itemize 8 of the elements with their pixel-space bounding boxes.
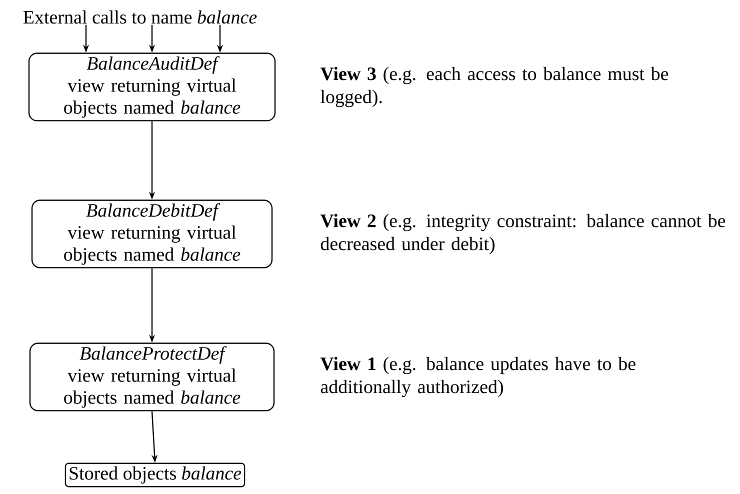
note-text: View 1 (e.g. balance updates have to be additionally authorized) [320, 356, 636, 398]
storage-box: Stored objects balance [64, 462, 246, 488]
note-text: View 3 (e.g. each access to balance must be logged). [320, 66, 668, 108]
heading-text: External calls to name balance [23, 10, 257, 24]
view-box: BalanceProtectDef view returning virtual objects named balance [29, 342, 275, 412]
view-box: BalanceAuditDef view returning virtual objects named balance [28, 52, 276, 122]
note-text: View 2 (e.g. integrity constraint: balance cannot be decreased under debit) [320, 214, 726, 254]
view-box: BalanceDebitDef view returning virtual objects named balance [31, 200, 273, 268]
